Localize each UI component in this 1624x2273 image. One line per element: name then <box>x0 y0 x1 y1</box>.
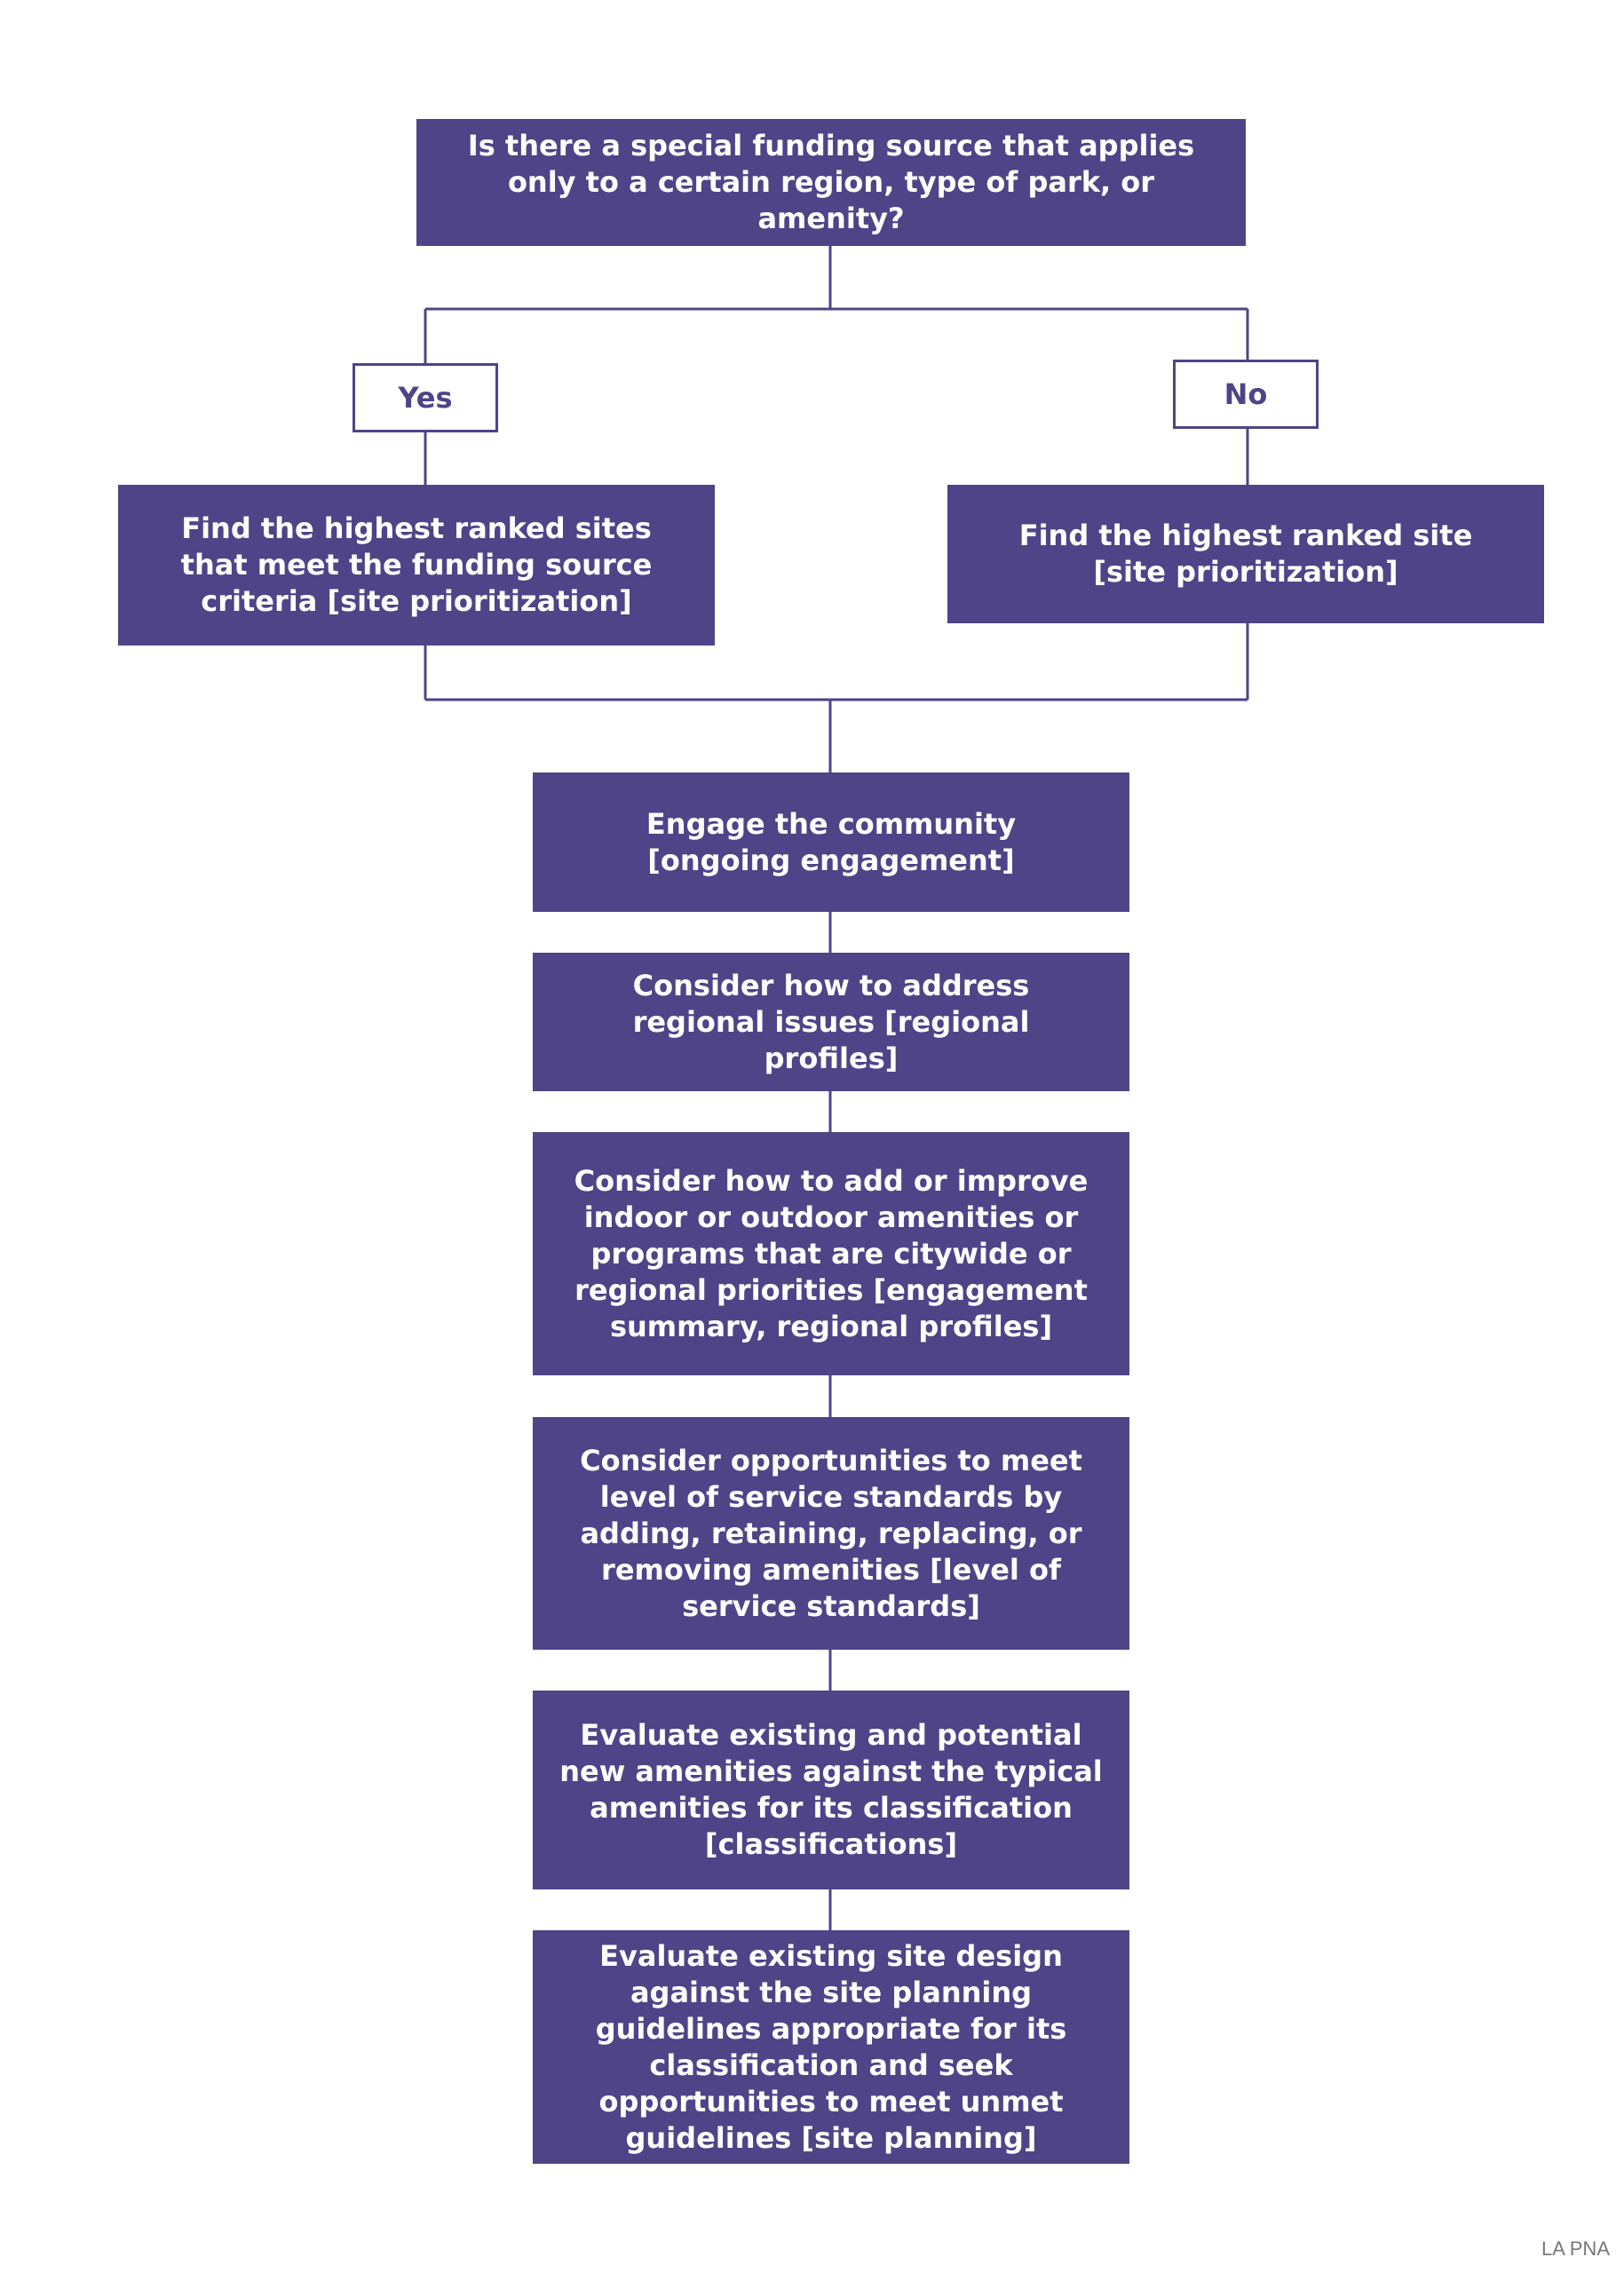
branch-no-label: No <box>1173 360 1319 429</box>
step-classification-text: Evaluate existing and potential new amen… <box>559 1718 1103 1861</box>
step-regional-issues-text: Consider how to address regional issues … <box>632 968 1030 1075</box>
footer-label: LA PNA <box>1541 2237 1610 2260</box>
branch-yes-text: Yes <box>398 381 453 415</box>
no-step-text: Find the highest ranked site [site prior… <box>1018 519 1473 589</box>
no-step-box: Find the highest ranked site [site prior… <box>947 485 1544 623</box>
step-amenities-text: Consider how to add or improve indoor or… <box>574 1163 1089 1343</box>
decision-question-box: Is there a special funding source that a… <box>416 119 1246 246</box>
step-site-planning-text: Evaluate existing site design against th… <box>595 1938 1067 2155</box>
yes-step-box: Find the highest ranked sites that meet … <box>118 485 715 645</box>
decision-question-text: Is there a special funding source that a… <box>467 129 1195 235</box>
step-regional-issues-box: Consider how to address regional issues … <box>533 953 1129 1091</box>
step-level-of-service-text: Consider opportunities to meet level of … <box>580 1443 1082 1623</box>
step-engage-box: Engage the community [ongoing engagement… <box>533 772 1129 912</box>
step-engage-text: Engage the community [ongoing engagement… <box>646 806 1017 877</box>
step-site-planning-box: Evaluate existing site design against th… <box>533 1930 1129 2164</box>
step-classification-box: Evaluate existing and potential new amen… <box>533 1691 1129 1889</box>
step-level-of-service-box: Consider opportunities to meet level of … <box>533 1417 1129 1650</box>
branch-yes-label: Yes <box>353 363 498 432</box>
yes-step-text: Find the highest ranked sites that meet … <box>180 511 653 618</box>
step-amenities-box: Consider how to add or improve indoor or… <box>533 1132 1129 1375</box>
branch-no-text: No <box>1224 377 1268 411</box>
